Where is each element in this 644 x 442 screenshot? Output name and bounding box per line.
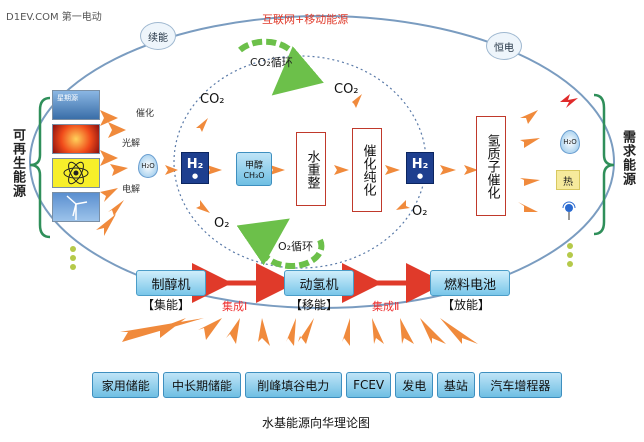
machine-hydrogen: 动氢机 — [284, 270, 354, 296]
right-brace — [593, 93, 615, 236]
wind-image — [52, 192, 100, 222]
water-output-label: H₂O — [563, 138, 577, 146]
sun-image — [52, 124, 100, 154]
system-ellipse — [29, 15, 615, 309]
top-title: 互联网+移动能源 — [262, 13, 349, 26]
caption: 水基能源向华理论图 — [262, 416, 371, 430]
h2-right-label: H₂ — [411, 156, 429, 172]
atom-image — [52, 158, 100, 188]
source-panel-label: 星期源 — [57, 94, 78, 102]
app-peak-shaving: 削峰填谷电力 — [244, 372, 342, 398]
atom-icon — [63, 161, 89, 185]
integration-1-label: 集成Ⅰ — [222, 300, 248, 313]
co2-cycle-label: CO₂循环 — [250, 56, 293, 69]
o2-label-right: O₂ — [412, 204, 428, 219]
pem-box: 氢质子催化 — [476, 116, 506, 216]
machine-hydrogen-role: 【移能】 — [290, 298, 339, 312]
source-image-1: 星期源 — [52, 90, 100, 120]
heat-output: 热 — [556, 170, 580, 190]
integration-2-label: 集成Ⅱ — [372, 300, 400, 313]
applications-row: 家用储能 中长期储能 削峰填谷电力 FCEV 发电 基站 汽车增程器 — [92, 372, 562, 398]
app-fcev: FCEV — [345, 372, 392, 398]
o2-cycle-arrow — [236, 218, 325, 269]
methanol-box: 甲醇 CH₃O — [236, 152, 272, 186]
app-range-extender: 汽车增程器 — [478, 372, 562, 398]
wind-turbine-icon — [66, 195, 88, 220]
watermark: D1EV.COM 第一电动 — [6, 12, 102, 23]
badge-continuous-energy: 续能 — [140, 22, 176, 50]
h2-box-right: H₂● — [406, 152, 434, 184]
reforming-box: 水重整 — [296, 132, 326, 206]
label-photolysis: 光解 — [122, 139, 141, 149]
water-drop-icon: H₂O — [138, 154, 158, 178]
left-brace — [29, 96, 51, 239]
right-label: 需求能源 — [620, 130, 635, 186]
o2-label-left: O₂ — [214, 216, 230, 231]
label-catalysis: 催化 — [136, 109, 155, 119]
co2-label-right: CO₂ — [334, 82, 359, 97]
app-long-storage: 中长期储能 — [163, 372, 241, 398]
o2-cycle-label: O₂循环 — [278, 240, 314, 253]
antenna-icon — [560, 200, 578, 222]
methanol-formula: CH₃O — [243, 171, 265, 180]
h2-box-left: H₂● — [181, 152, 209, 184]
application-arrows — [120, 318, 478, 346]
app-base-station: 基站 — [437, 372, 475, 398]
h2-left-label: H₂ — [186, 156, 204, 172]
machine-methanol: 制醇机 — [136, 270, 206, 296]
label-electrolysis: 电解 — [122, 185, 141, 195]
left-label: 可再生能源 — [10, 128, 25, 198]
source-arrows — [96, 110, 128, 236]
renewable-sources: 星期源 — [52, 90, 100, 240]
lightning-icon — [558, 92, 580, 110]
co2-label-left: CO₂ — [200, 92, 225, 107]
machine-fuel-cell-role: 【放能】 — [442, 298, 491, 312]
app-home-storage: 家用储能 — [92, 372, 160, 398]
water-drop-label: H₂O — [141, 162, 155, 170]
water-output-icon: H₂O — [560, 130, 580, 154]
machine-fuel-cell: 燃料电池 — [430, 270, 510, 296]
app-power-gen: 发电 — [395, 372, 434, 398]
co2-cycle-arrow — [238, 38, 324, 96]
methanol-name: 甲醇 — [244, 161, 263, 171]
purify-box: 催化纯化 — [352, 128, 382, 212]
badge-constant-power: 恒电 — [486, 32, 522, 60]
machine-methanol-role: 【集能】 — [142, 298, 191, 312]
